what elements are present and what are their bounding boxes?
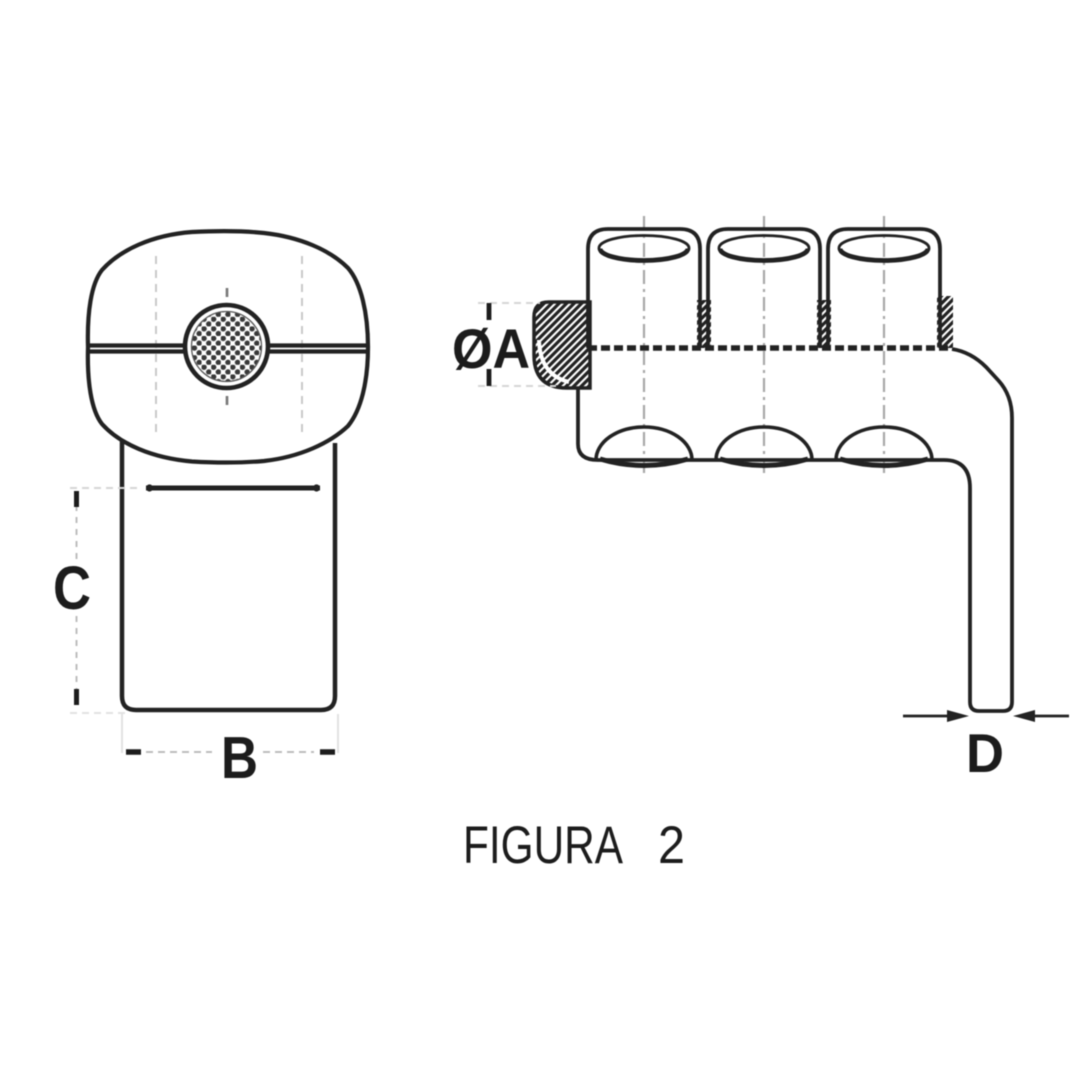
svg-text:ØA: ØA xyxy=(452,317,530,380)
svg-text:FIGURA: FIGURA xyxy=(463,816,624,875)
svg-text:2: 2 xyxy=(658,816,685,875)
svg-text:D: D xyxy=(966,722,1004,784)
svg-text:B: B xyxy=(221,725,258,791)
svg-text:C: C xyxy=(53,554,91,622)
